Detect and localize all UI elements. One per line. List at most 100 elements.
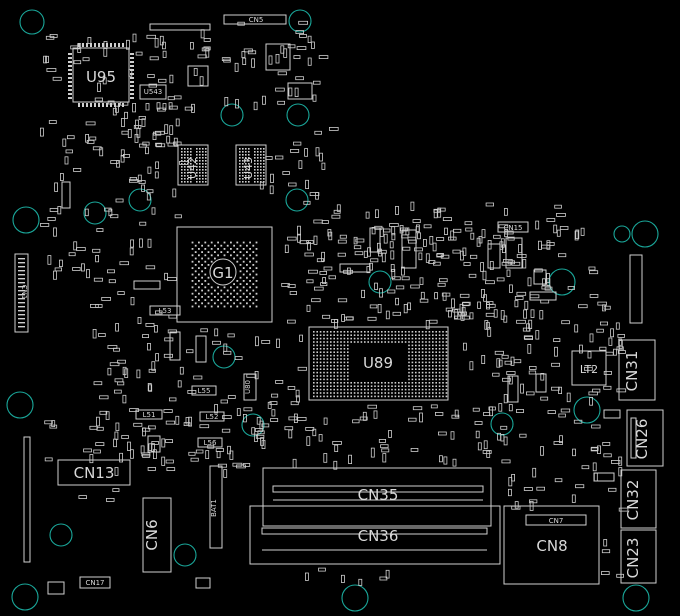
pad [401,392,403,394]
smd-part [403,303,408,314]
pad [411,341,414,343]
pad [242,181,244,183]
l53-inductor: L53 [149,305,181,316]
smd-part [129,176,137,181]
cn15-label: CN15 [503,224,522,232]
pad [418,334,420,336]
smd-part [276,338,280,348]
pad [326,368,329,370]
pad [364,385,366,387]
smd-part [327,229,332,237]
smd-part [436,237,445,241]
pad [205,160,207,162]
pad [236,260,239,263]
pad [210,254,213,257]
pad [194,302,197,305]
pad [442,382,444,384]
pad [418,368,420,370]
pad [323,348,325,350]
smd-part [127,441,131,452]
smd-part [243,48,253,53]
pad [340,354,342,357]
smd-part [133,422,143,427]
pad [187,160,189,162]
pad [246,276,248,279]
pad [191,292,194,295]
pad [130,57,134,59]
smd-part [191,103,195,113]
pad [330,358,332,360]
smd-part [618,340,623,350]
mounting-hole [573,396,601,424]
pad [255,273,258,276]
smd-part [147,425,156,430]
pad [432,348,434,350]
smd-part [148,368,156,373]
pad [347,361,349,364]
pad [199,178,201,180]
smd-part [353,236,358,245]
pad [323,368,325,370]
smd-part [307,35,312,44]
pad [255,241,258,244]
pad [181,154,183,156]
smd-part [220,399,228,404]
pad [249,267,251,269]
pad [343,344,346,347]
smd-part [229,450,234,460]
pad [239,166,241,168]
smd-part [508,375,513,385]
smd-part [199,424,210,429]
pad [204,260,207,263]
smd-part [346,267,351,275]
pad [336,344,339,347]
smd-part [363,250,368,258]
smd-part [81,263,85,272]
pad [242,254,245,257]
smd-part [352,419,360,424]
smd-part [321,162,326,170]
pad [384,388,386,391]
pad [360,382,363,384]
pad [445,354,448,357]
pad [257,169,259,171]
pad [391,341,393,343]
pad [343,361,346,364]
smd-part [529,365,537,370]
pad [370,392,373,394]
pad [130,53,134,55]
smd-part [62,138,67,147]
smd-part [354,251,364,256]
smd-part [254,370,259,380]
pad [438,375,441,377]
edge-connector-left [23,436,31,563]
smd-part [145,322,155,327]
smd-part [221,428,231,433]
mounting-hole [613,225,631,243]
smd-part [391,233,396,241]
pad [415,337,417,340]
pad [184,172,186,174]
smd-part [132,103,137,113]
smd-part [369,304,378,309]
pad [421,378,424,381]
pad [438,388,441,391]
pad [196,166,198,168]
pad [415,392,417,394]
smd-part [288,429,293,439]
pad [196,175,198,177]
pad [425,388,427,391]
pad [330,351,332,353]
pad [408,378,410,381]
pad [252,270,255,273]
smd-part [283,48,288,58]
smd-part [288,416,298,421]
smd-part [106,497,115,502]
smd-part [589,293,599,298]
smd-part [554,478,563,483]
pad [408,354,410,357]
pad [438,371,441,374]
pad [377,395,380,398]
pad [187,148,189,150]
smd-part [294,87,299,97]
